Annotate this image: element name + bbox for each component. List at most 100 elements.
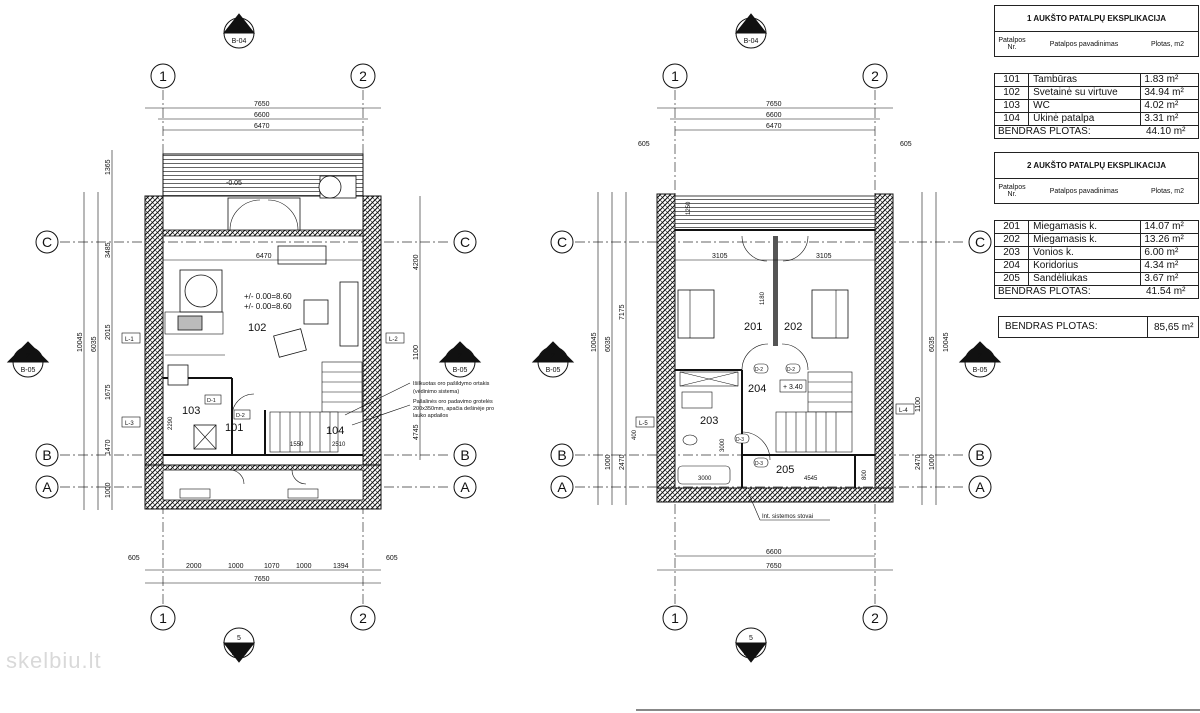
dim2-2470-left: 2470 [619, 454, 626, 470]
section-side-1-num: 2 [26, 353, 30, 360]
room-label-101: 101 [225, 422, 243, 434]
dim-3485: 3485 [105, 242, 112, 258]
room-name: Vonios k. [1029, 247, 1142, 259]
dim2-half-right: 3105 [816, 253, 832, 260]
dim2-depth-7175: 7175 [619, 304, 626, 320]
room-name: WC [1029, 100, 1142, 112]
note-grille: Pašalinės oro padavimo grotelės [413, 399, 493, 405]
dim2-clear-width: 6470 [766, 123, 782, 130]
section-side-1: B-05 [21, 367, 36, 374]
room-label-103: 103 [182, 405, 200, 417]
table-floor-2-total: BENDRAS PLOTAS:41.54 m² [995, 286, 1198, 298]
grand-total-label: BENDRAS PLOTAS: [999, 317, 1148, 337]
dim-1100: 1100 [413, 345, 420, 360]
dim-1365: 1365 [105, 159, 112, 175]
room-area: 13.26 m² [1144, 234, 1184, 245]
dim-bottom-overall: 7650 [254, 576, 270, 583]
tag-l3: L-3 [125, 421, 134, 427]
tag-d2: D-2 [236, 413, 245, 419]
grid-2-top-left: 2 [359, 68, 367, 84]
room-area: 4.02 m² [1144, 100, 1179, 111]
section-side-4-num: 2 [978, 353, 982, 360]
room-nr: 205 [995, 273, 1030, 285]
dim-2510: 2510 [332, 442, 346, 448]
dim2-1000-right: 1000 [929, 454, 936, 470]
grid-2-bottom-right: 2 [871, 610, 879, 626]
dim-1470: 1470 [105, 439, 112, 455]
section-top-left-num: 5 [237, 25, 241, 32]
dim-inner-width: 6600 [254, 112, 270, 119]
room-label-104: 104 [326, 425, 344, 437]
table-floor-1-title: 1 AUKŠTO PATALPŲ EKSPLIKACIJA [995, 6, 1198, 32]
tag-l1: L-1 [125, 337, 134, 343]
dim-bottom-4: 1000 [296, 563, 312, 570]
dim2-2470-right: 2470 [915, 454, 922, 470]
note-duct-sub: (vėdinimo sistema) [413, 389, 459, 395]
grid-2-top-right: 2 [871, 68, 879, 84]
section-bottom-right-num: 5 [749, 635, 753, 642]
room-nr: 203 [995, 247, 1030, 259]
tag-d2-a: D-2 [755, 367, 763, 373]
tag-l4: L-4 [899, 408, 908, 414]
room-label-201: 201 [744, 321, 762, 333]
dim2-half-left: 3105 [712, 253, 728, 260]
total-value: 44.10 m² [1146, 126, 1186, 137]
dim2-3000: 3000 [698, 476, 712, 482]
room-area: 34.94 m² [1144, 87, 1184, 98]
first-floor-plan: 102 103 101 104 +/- 0.00=8.60 +/- 0.00=8… [60, 90, 494, 605]
dim-4200: 4200 [413, 254, 420, 270]
grid-b-l1: B [42, 447, 51, 463]
dim-bottom-3: 1070 [264, 563, 280, 570]
dim2-bottom-overall: 7650 [766, 563, 782, 570]
grid-1-bottom-left: 1 [159, 610, 167, 626]
second-floor-plan: 201 202 203 204 205 + 3.40 7650 6600 647… [575, 90, 965, 605]
section-side-2-num: 2 [458, 353, 462, 360]
dim-overall-width: 7650 [254, 101, 270, 108]
note-duct: Išilkuotas oro pašildymo ortakis [413, 381, 490, 387]
room-name: Ūkinė patalpa [1029, 113, 1142, 125]
level-label-1: +/- 0.00=8.60 [244, 292, 292, 301]
dim-room-width: 6470 [256, 253, 272, 260]
section-markers [6, 13, 1002, 663]
dim-2290: 2290 [168, 416, 174, 430]
dim2-offset-left: 605 [638, 141, 650, 148]
dim-1000: 1000 [105, 482, 112, 498]
section-bottom-left-num: 5 [237, 635, 241, 642]
col-area: Plotas, m2 [1150, 40, 1185, 48]
dim2-4545: 4545 [804, 476, 818, 482]
table-floor-1-header: 1 AUKŠTO PATALPŲ EKSPLIKACIJA Patalpos N… [994, 5, 1199, 57]
room-area: 6.00 m² [1144, 247, 1179, 258]
room-label-102: 102 [248, 322, 266, 334]
note-grille-sub2: lauko apdailos [413, 413, 448, 419]
grid-1-bottom-right: 1 [671, 610, 679, 626]
room-name: Tambūras [1029, 74, 1142, 86]
room-label-204: 204 [748, 383, 766, 395]
grid-a-r2: A [975, 479, 985, 495]
tag-l5: L-5 [639, 421, 648, 427]
col-room-nr: Patalpos Nr. [998, 184, 1026, 198]
total-label: BENDRAS PLOTAS: [998, 126, 1091, 137]
dim-1675: 1675 [105, 384, 112, 400]
grid-c-l1: C [42, 234, 52, 250]
section-side-3-num: 2 [551, 353, 555, 360]
dim2-overall-width: 7650 [766, 101, 782, 108]
dim2-bottom-inner: 6600 [766, 549, 782, 556]
tag-l2: L-2 [389, 337, 398, 343]
room-nr: 202 [995, 234, 1030, 246]
room-nr: 103 [995, 100, 1030, 112]
dim2-depth-left: 6035 [605, 336, 612, 352]
room-label-202: 202 [784, 321, 802, 333]
room-nr: 104 [995, 113, 1030, 125]
dim-4745: 4745 [413, 424, 420, 440]
dim2-3000-v: 3000 [720, 438, 726, 452]
room-name: Sandėliukas [1029, 273, 1142, 285]
dim-bottom-1: 2000 [186, 563, 202, 570]
